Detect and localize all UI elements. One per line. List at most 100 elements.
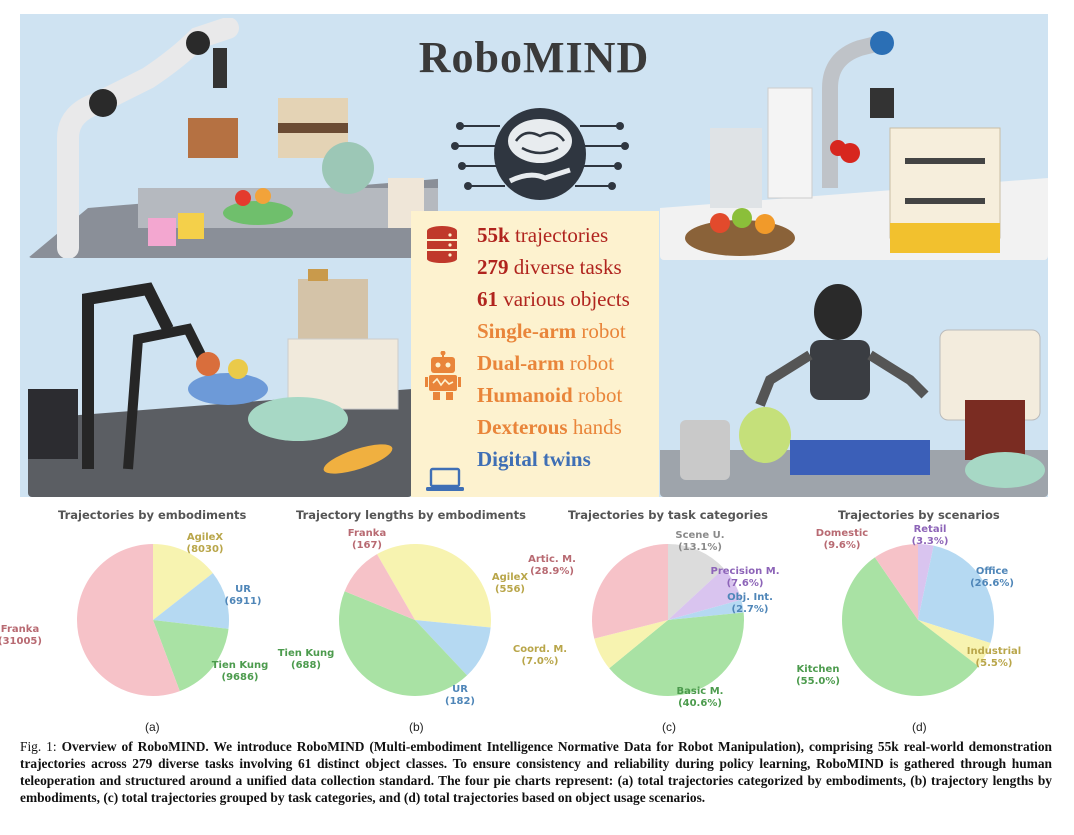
database-icon	[425, 225, 459, 268]
pie-slice-label: Artic. M.(28.9%)	[528, 554, 576, 578]
stat-rest: trajectories	[509, 223, 609, 247]
sublabel-d: (d)	[912, 720, 927, 734]
slice-name: Office	[975, 566, 1009, 577]
pie-slice	[918, 620, 991, 667]
pie-c-task-categories	[592, 544, 744, 696]
pie-a-title: Trajectories by embodiments	[58, 508, 247, 522]
slice-name: Precision M.	[710, 566, 780, 577]
stat-line: Single-arm robot	[477, 319, 626, 344]
franka-setup-photo	[28, 18, 438, 258]
pie-slice-label: Kitchen(55.0%)	[796, 664, 840, 688]
slice-value: (182)	[444, 696, 476, 707]
pie-slice	[918, 544, 934, 620]
slice-name: Coord. M.	[512, 644, 568, 655]
stat-strong: Dual-arm	[477, 351, 565, 375]
pie-slice-label: Domestic(9.6%)	[816, 528, 868, 552]
slice-name: Scene U.	[675, 530, 725, 541]
stat-line: Dual-arm robot	[477, 351, 614, 376]
pie-slice	[609, 612, 744, 696]
slice-name: Domestic	[815, 528, 869, 539]
ur-setup-photo	[660, 28, 1048, 260]
stat-line: Digital twins	[477, 447, 591, 472]
humanoid-setup-photo	[660, 270, 1048, 497]
slice-value: (167)	[351, 540, 383, 551]
pie-slice	[344, 554, 415, 620]
hero-title: RoboMIND	[418, 33, 650, 82]
sublabel-a: (a)	[145, 720, 160, 734]
slice-name: UR	[235, 584, 251, 595]
pie-slice	[668, 544, 724, 620]
slice-name: Kitchen	[796, 664, 840, 675]
stat-line: Dexterous hands	[477, 415, 622, 440]
stat-rest: various objects	[498, 287, 630, 311]
pie-d-title: Trajectories by scenarios	[838, 508, 1000, 522]
pie-slice-label: Retail(3.3%)	[912, 524, 949, 548]
pie-slice	[668, 568, 742, 620]
robot-icon	[425, 350, 461, 406]
slice-value: (55.0%)	[796, 676, 840, 687]
stats-panel: 55k trajectories 279 diverse tasks 61 vari…	[411, 211, 659, 497]
pie-slice-label: Coord. M.(7.0%)	[513, 644, 567, 668]
stat-rest: robot	[564, 351, 615, 375]
slice-value: (13.1%)	[678, 542, 722, 553]
pie-slice-label: Tien Kung(9686)	[212, 660, 269, 684]
pie-slice-label: Basic M.(40.6%)	[677, 686, 724, 710]
slice-name: Franka	[0, 624, 40, 635]
pie-slice-label: Scene U.(13.1%)	[675, 530, 724, 554]
stat-rest: robot	[572, 383, 623, 407]
stat-strong: Digital twins	[477, 447, 591, 471]
laptop-icon	[425, 467, 465, 497]
slice-value: (31005)	[0, 636, 42, 647]
pie-slice-label: UR(6911)	[225, 584, 262, 608]
stat-line: 61 various objects	[477, 287, 630, 312]
pie-slice	[153, 620, 229, 692]
agilex-setup-photo	[28, 269, 412, 497]
pie-slice-label: UR(182)	[445, 684, 475, 708]
pie-d-scenarios	[842, 544, 994, 696]
pie-a-embodiments	[76, 544, 229, 696]
stat-strong: Dexterous	[477, 415, 568, 439]
slice-name: Tien Kung	[277, 648, 335, 659]
stat-strong: Single-arm	[477, 319, 577, 343]
slice-name: Basic M.	[676, 686, 724, 697]
slice-name: Obj. Int.	[727, 592, 773, 603]
slice-value: (9.6%)	[823, 540, 861, 551]
slice-value: (7.6%)	[726, 578, 764, 589]
slice-name: UR	[452, 684, 468, 695]
pie-slice-label: Franka(167)	[348, 528, 386, 552]
slice-name: Industrial	[966, 646, 1022, 657]
pie-slice	[874, 544, 918, 620]
pie-slice	[153, 544, 213, 620]
pie-slice	[377, 544, 491, 628]
stat-line: Humanoid robot	[477, 383, 622, 408]
slice-value: (9686)	[221, 672, 259, 683]
pie-slice-label: AgileX(556)	[492, 572, 528, 596]
pie-slice	[339, 591, 468, 696]
figure-caption: Fig. 1: Overview of RoboMIND. We introdu…	[20, 738, 1052, 806]
slice-name: Retail	[913, 524, 947, 535]
stat-line: 279 diverse tasks	[477, 255, 622, 280]
pie-slice	[415, 620, 491, 676]
hero-illustration: RoboMIND	[20, 14, 1048, 497]
pie-slice	[153, 573, 229, 629]
pie-slice-label: Tien Kung(688)	[278, 648, 335, 672]
stat-line: 55k trajectories	[477, 223, 608, 248]
pie-slice	[592, 544, 668, 639]
pie-slice	[668, 599, 744, 620]
pie-slice-label: Franka(31005)	[0, 624, 42, 648]
pie-slice	[594, 620, 668, 669]
caption-prefix: Fig. 1:	[20, 739, 62, 754]
slice-value: (28.9%)	[530, 566, 574, 577]
slice-name: AgileX	[186, 532, 224, 543]
slice-value: (6911)	[224, 596, 262, 607]
caption-body: Overview of RoboMIND. We introduce RoboM…	[20, 739, 1052, 805]
stat-strong: 279	[477, 255, 509, 279]
slice-value: (556)	[494, 584, 525, 595]
slice-value: (688)	[290, 660, 322, 671]
slice-value: (8030)	[186, 544, 224, 555]
slice-value: (40.6%)	[678, 698, 722, 709]
slice-name: Artic. M.	[528, 554, 576, 565]
stat-rest: hands	[567, 415, 622, 439]
stat-strong: 55k	[477, 223, 510, 247]
stat-rest: robot	[576, 319, 626, 343]
